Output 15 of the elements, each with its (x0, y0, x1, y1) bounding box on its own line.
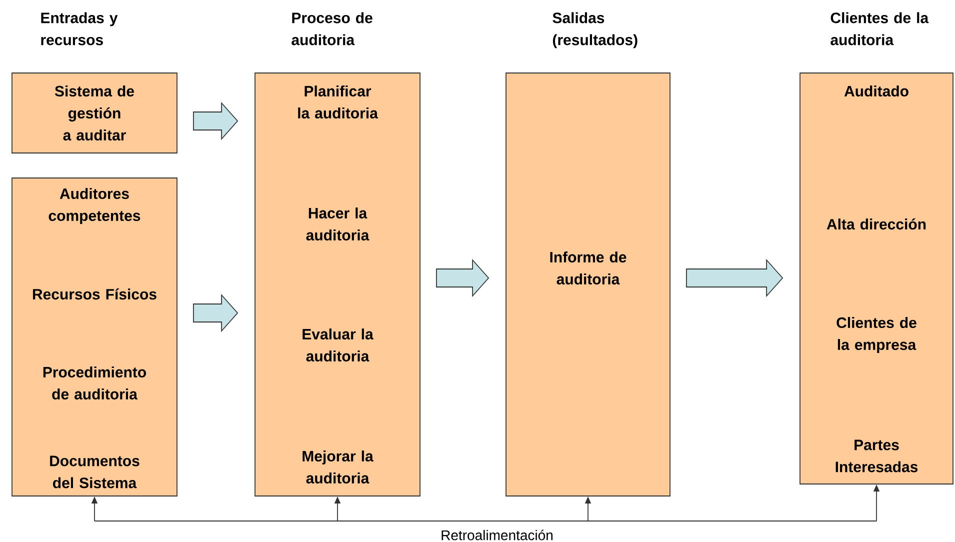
input-box: Sistema de gestión a auditar (12, 72, 178, 154)
process-box: Planificar la auditoria Hacer la auditoria Evaluar la auditoria Mejorar la auditoria (254, 72, 420, 496)
column-heading: Entradas y recursos (41, 12, 118, 46)
column-heading: Salidas (resultados) (552, 12, 638, 48)
feedback-line (94, 520, 877, 522)
output-box: Informe de auditoria (506, 72, 670, 496)
feedback-label: Retroalimentación (442, 530, 552, 540)
block-arrow (193, 294, 238, 332)
column-heading: Proceso de auditoria (292, 12, 372, 46)
column-heading: Clientes de la auditoria (830, 12, 929, 46)
block-arrow (436, 258, 490, 298)
block-arrow (686, 258, 784, 298)
block-arrow (193, 102, 238, 140)
resource-box: Auditores competentes Recursos Físicos Procedimiento de auditoria Documentos del Sistema (12, 178, 178, 496)
client-box: Auditado Alta dirección Clientes de la empresa Partes Interesadas (800, 72, 954, 484)
